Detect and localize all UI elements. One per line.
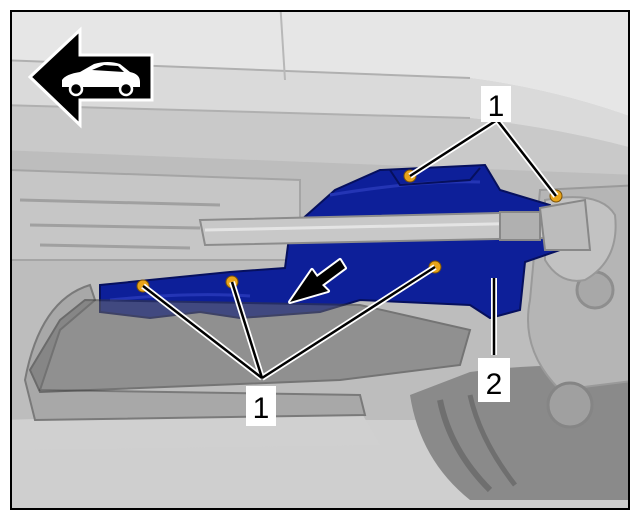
- car-icon: [62, 62, 140, 97]
- drive-shaft: [198, 198, 592, 251]
- callout-label-2: 2: [486, 368, 503, 401]
- car-forward-arrow-icon: [27, 26, 154, 129]
- leader-lines: [141, 117, 559, 381]
- callout-label-1-upper: 1: [488, 90, 505, 123]
- callout-label-1-lower: 1: [253, 392, 270, 425]
- callout-lower: 1: [246, 386, 276, 426]
- callout-part2: 2: [478, 358, 510, 402]
- callout-upper: 1: [481, 86, 511, 123]
- mounting-rail: [23, 283, 367, 422]
- removal-direction-arrow-icon: [288, 258, 347, 304]
